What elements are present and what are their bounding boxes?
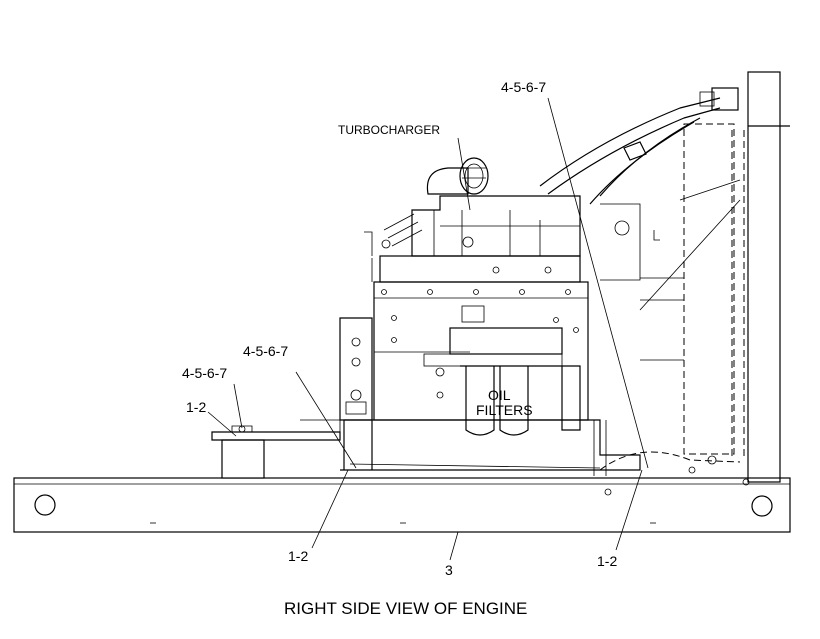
figure-caption: RIGHT SIDE VIEW OF ENGINE	[284, 599, 527, 618]
callout-top-right: 4-5-6-7	[501, 79, 546, 95]
turbocharger-label: TURBOCHARGER	[338, 123, 440, 137]
radiator	[593, 71, 790, 483]
turbocharger	[426, 157, 489, 195]
oil-filters-label-line1: OIL	[488, 387, 511, 403]
callout-front-mid: 4-5-6-7	[243, 343, 288, 359]
engine-block	[339, 195, 641, 471]
base-frame	[13, 477, 791, 533]
callout-front-left: 4-5-6-7	[182, 365, 227, 381]
callout-base: 3	[445, 562, 453, 578]
leader-lines	[207, 97, 649, 561]
callout-front-left-mount: 1-2	[186, 399, 206, 415]
oil-filters-label-line2: FILTERS	[476, 402, 533, 418]
callout-bottom-left: 1-2	[288, 548, 308, 564]
front-engine-mount	[211, 419, 341, 479]
callout-bottom-right: 1-2	[597, 553, 617, 569]
oil-filters	[460, 365, 581, 436]
intake-piping	[539, 87, 739, 205]
